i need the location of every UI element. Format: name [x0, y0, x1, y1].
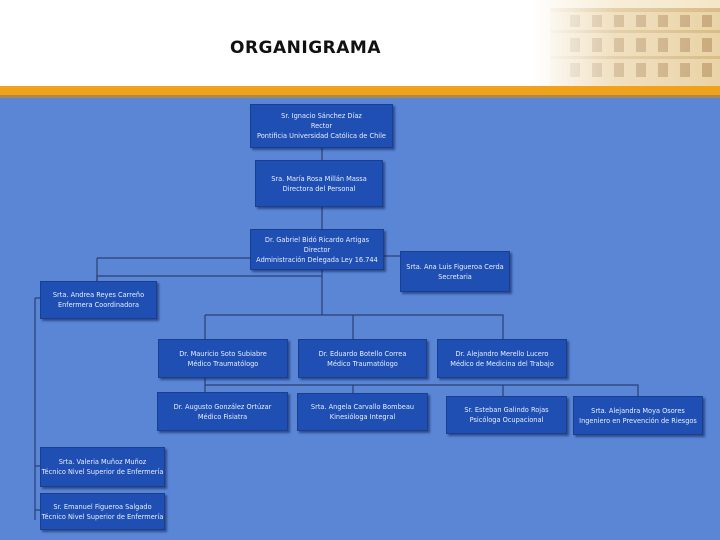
node-secretaria: Srta. Ana Luis Figueroa Cerda Secretaria [400, 251, 510, 292]
node-psico-name: Sr. Esteban Galindo Rojas [464, 406, 549, 414]
node-psico-role: Psicóloga Ocupacional [469, 416, 544, 424]
node-fisiatra-name: Dr. Augusto González Ortúzar [173, 402, 272, 411]
node-tecnico-enfermeria-2: Sr. Emanuel Figueroa Salgado Técnico Niv… [40, 493, 165, 530]
header-accent-bar [0, 86, 720, 95]
node-rector-name: Sr. Ignacio Sánchez Díaz [281, 112, 362, 120]
header-accent-shadow [0, 95, 720, 98]
node-kinesiologa: Srta. Angela Carvallo Bombeau Kinesiólog… [297, 393, 428, 431]
node-kine-role: Kinesióloga Integral [329, 413, 396, 421]
node-director: Dr. Gabriel Bidó Ricardo Artigas Directo… [250, 229, 384, 270]
node-medico-traumatologo-1: Dr. Mauricio Soto Subiabre Médico Trauma… [158, 339, 288, 378]
node-enfermera-coordinadora: Srta. Andrea Reyes Carreño Enfermera Coo… [40, 281, 157, 319]
node-director-role: Director [303, 245, 331, 254]
node-medico1-role: Médico Traumatólogo [187, 359, 259, 368]
node-medico2-role: Médico Traumatólogo [327, 359, 398, 368]
node-ingeniero-prevencion: Srta. Alejandra Moya Osores Ingeniero en… [573, 396, 703, 435]
node-psicologa: Sr. Esteban Galindo Rojas Psicóloga Ocup… [446, 396, 567, 434]
node-enfermera-name: Srta. Andrea Reyes Carreño [52, 291, 145, 299]
node-director-name: Dr. Gabriel Bidó Ricardo Artigas [264, 235, 370, 244]
node-tecnico2-name: Sr. Emanuel Figueroa Salgado [53, 502, 152, 511]
node-medico2-name: Dr. Eduardo Botello Correa [318, 349, 407, 358]
node-tecnico1-name: Srta. Valeria Muñoz Muñoz [58, 458, 147, 466]
node-ingeniero-role: Ingeniero en Prevención de Riesgos [579, 416, 697, 425]
node-director-org: Administración Delegada Ley 16.744 [256, 255, 378, 264]
node-tecnico-enfermeria-1: Srta. Valeria Muñoz Muñoz Técnico Nivel … [40, 447, 165, 487]
node-secretaria-name: Srta. Ana Luis Figueroa Cerda [406, 262, 504, 271]
node-kine-name: Srta. Angela Carvallo Bombeau [310, 403, 415, 411]
node-medico1-name: Dr. Mauricio Soto Subiabre [179, 349, 267, 358]
node-medico-traumatologo-2: Dr. Eduardo Botello Correa Médico Trauma… [298, 339, 427, 378]
node-fisiatra-role: Médico Fisiatra [197, 412, 248, 421]
node-directora-personal-name: Sra. María Rosa Millán Massa [271, 174, 367, 183]
node-directora-personal-role: Directora del Personal [282, 184, 356, 193]
node-rector-role: Rector [310, 122, 333, 130]
building-illustration [530, 0, 720, 86]
node-medico-fisiatra: Dr. Augusto González Ortúzar Médico Fisi… [157, 392, 288, 431]
node-rector: Sr. Ignacio Sánchez Díaz Rector Pontific… [250, 104, 393, 148]
node-tecnico2-role: Técnico Nivel Superior de Enfermería [41, 512, 164, 521]
node-secretaria-role: Secretaria [438, 272, 472, 281]
header-banner: ORGANIGRAMA [0, 0, 720, 86]
node-directora-personal: Sra. María Rosa Millán Massa Directora d… [255, 160, 383, 207]
node-medico3-role: Médico de Medicina del Trabajo [450, 359, 554, 368]
node-medico3-name: Dr. Alejandro Merello Lucero [455, 349, 549, 358]
node-ingeniero-name: Srta. Alejandra Moya Osores [591, 406, 685, 415]
node-enfermera-role: Enfermera Coordinadora [57, 301, 140, 309]
node-rector-org: Pontificia Universidad Católica de Chile [257, 132, 386, 140]
page-title: ORGANIGRAMA [230, 38, 381, 58]
node-medico-trabajo: Dr. Alejandro Merello Lucero Médico de M… [437, 339, 567, 378]
node-tecnico1-role: Técnico Nivel Superior de Enfermería [41, 468, 164, 476]
